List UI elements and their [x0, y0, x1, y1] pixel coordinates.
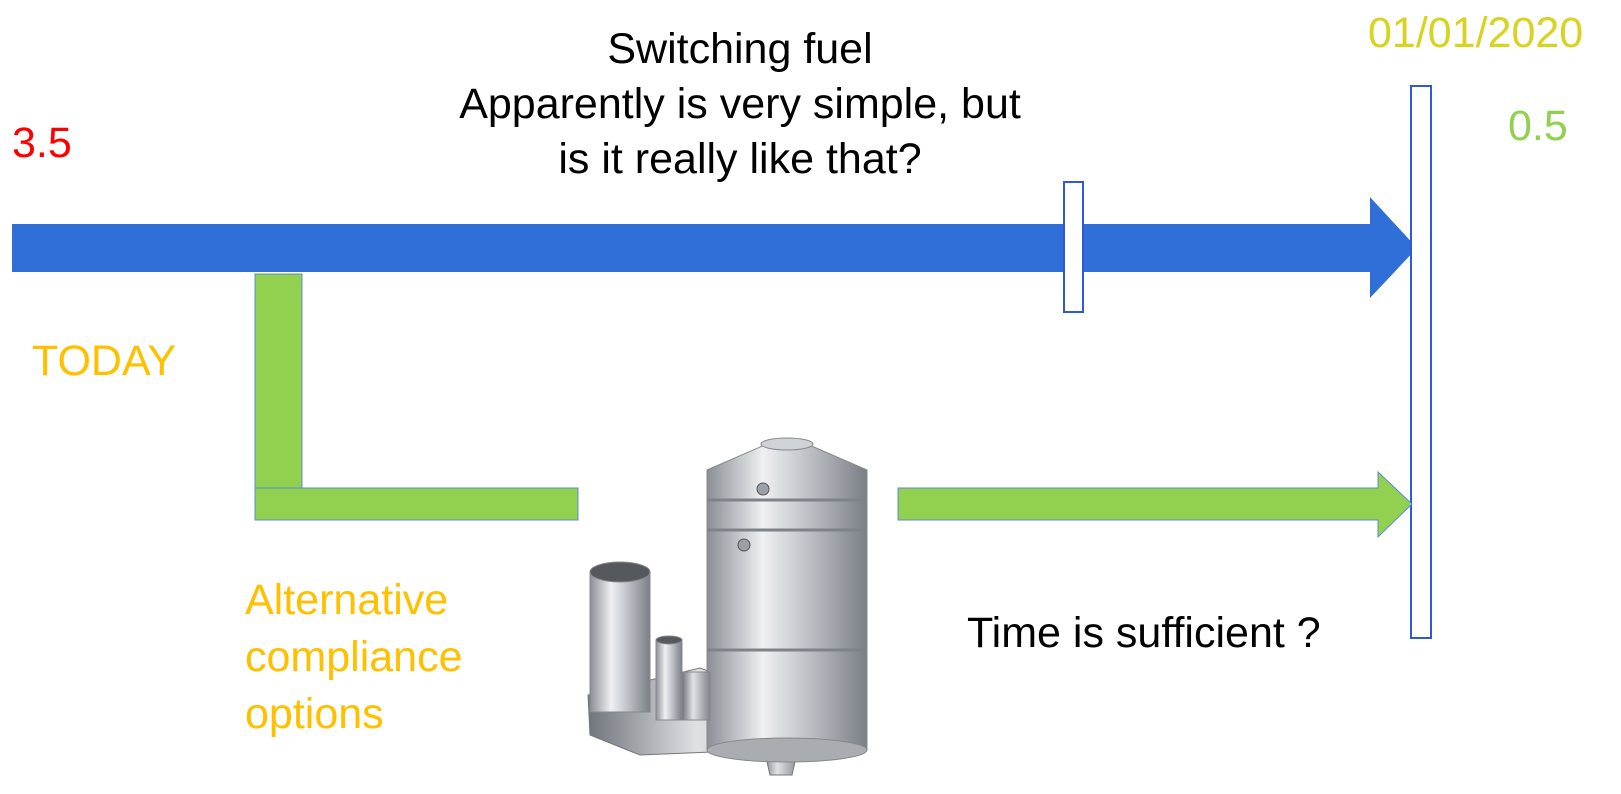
deadline-date: 01/01/2020: [1368, 9, 1584, 57]
title-line-1: Switching fuel: [607, 25, 873, 73]
sulfur-limit-today: 3.5: [12, 119, 72, 167]
time-question: Time is sufficient ?: [967, 609, 1321, 657]
scrubber-image: [587, 437, 868, 776]
deadline-bar: [1410, 85, 1432, 639]
intermediate-marker: [1063, 181, 1084, 313]
alternative-line-3: options: [245, 690, 384, 738]
alternative-line-1: Alternative: [245, 576, 449, 624]
title-line-3: is it really like that?: [558, 135, 922, 183]
alt-path-branch: [254, 273, 303, 489]
alt-path-arrow: [897, 470, 1413, 539]
alt-path-left: [254, 487, 579, 521]
alternative-options-label: Alternative compliance options: [245, 572, 545, 743]
title-line-2: Apparently is very simple, but: [459, 80, 1021, 128]
alternative-line-2: compliance: [245, 633, 463, 681]
today-label: TODAY: [32, 337, 177, 385]
title: Switching fuel Apparently is very simple…: [360, 22, 1120, 187]
sulfur-limit-2020: 0.5: [1508, 102, 1568, 150]
fuel-switch-arrow: [12, 197, 1417, 298]
